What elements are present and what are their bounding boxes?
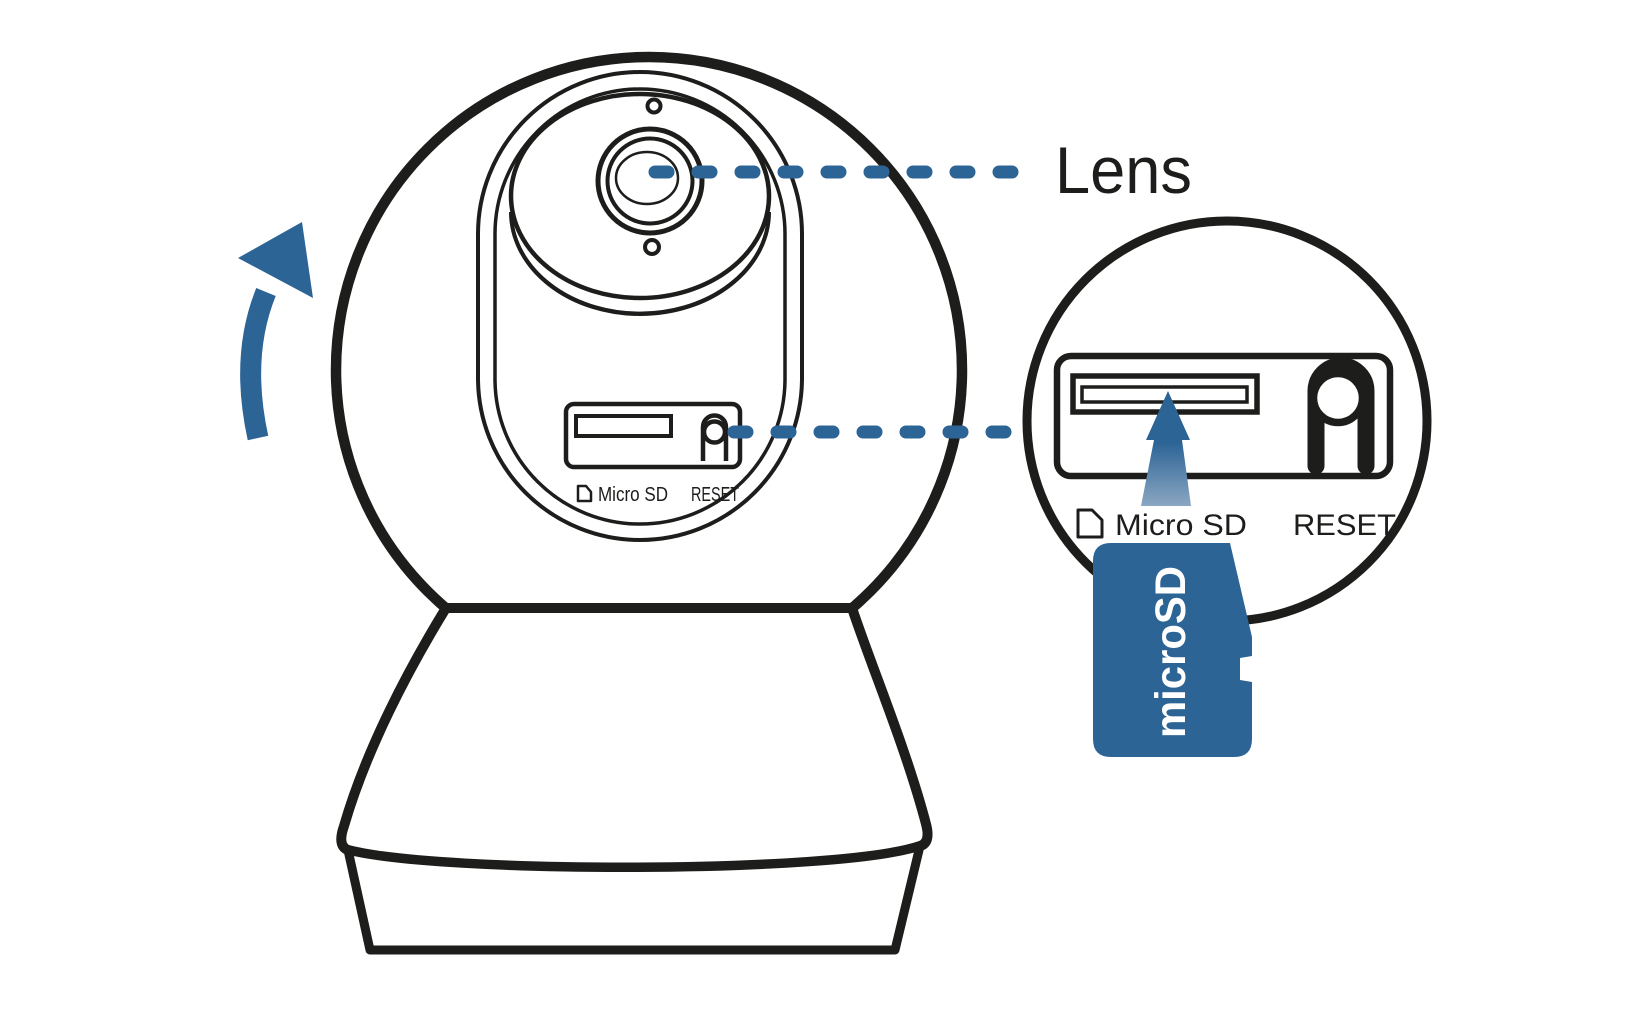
- face-panel-outer: [476, 70, 804, 542]
- reset-pinhole-icon: [700, 413, 729, 461]
- camera-body: [336, 603, 933, 873]
- lens-middle-ring: [605, 136, 695, 226]
- lens-inner-ellipse: [614, 150, 680, 206]
- insert-up-arrow-icon: [1141, 391, 1191, 506]
- reset-circle: [701, 419, 728, 445]
- micro-sd-card-label: microSD: [1147, 566, 1195, 738]
- micro-sd-card-body: [1093, 543, 1252, 757]
- callout-reset-pinhole-icon: [1307, 357, 1375, 475]
- callout-micro-sd-label: Micro SD: [1115, 509, 1247, 542]
- rotation-arrow-head: [238, 222, 313, 298]
- rotation-arrow-tail: [240, 288, 276, 441]
- camera-base: [343, 841, 925, 955]
- callout-reset-label: RESET: [1293, 509, 1396, 542]
- sd-slot: [574, 414, 673, 438]
- lens-label: Lens: [1055, 133, 1192, 207]
- micro-sd-card: microSD: [1093, 543, 1252, 757]
- callout-sd-card-icon: [1076, 508, 1104, 539]
- platter-rim-arc-2: [510, 223, 770, 316]
- screw-dot-bottom: [643, 238, 661, 256]
- callout-reset-circle: [1309, 369, 1367, 427]
- reset-arch: [700, 413, 729, 461]
- camera-reset-label: RESET: [691, 484, 739, 506]
- screw-dot-top: [645, 97, 663, 115]
- sd-card-icon: [576, 484, 593, 503]
- camera-micro-sd-label: Micro SD: [598, 484, 668, 506]
- face-panel-inner: [493, 87, 787, 526]
- rotate-up-arrow-icon: [238, 222, 313, 441]
- lens-outer-ring: [595, 126, 705, 236]
